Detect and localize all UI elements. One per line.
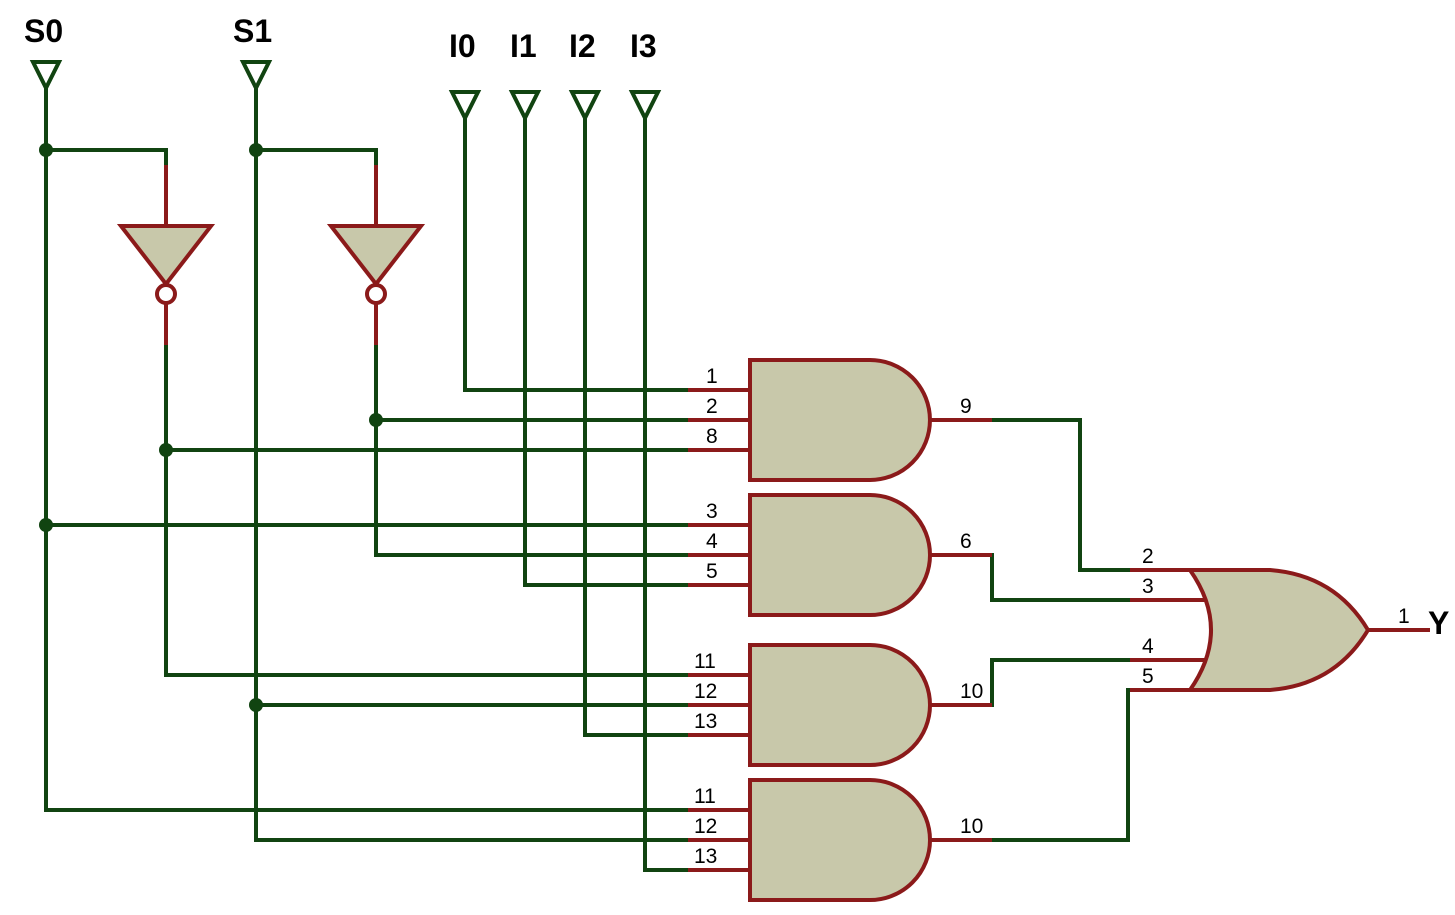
pin-number: 3 bbox=[1142, 575, 1154, 598]
wire-i2 bbox=[583, 118, 690, 737]
label-i2: I2 bbox=[569, 28, 596, 64]
pin-number: 2 bbox=[1142, 545, 1154, 568]
pin-number: 9 bbox=[960, 395, 972, 418]
not-gate-1[interactable] bbox=[116, 165, 216, 345]
terminal-s1[interactable] bbox=[239, 60, 273, 93]
pin-number: 10 bbox=[960, 815, 983, 838]
junction-dot bbox=[39, 518, 53, 532]
wire-i0 bbox=[463, 118, 690, 392]
or-gate[interactable] bbox=[1130, 568, 1430, 692]
pin-number: 1 bbox=[706, 365, 718, 388]
label-s0: S0 bbox=[24, 13, 63, 49]
pin-number: 13 bbox=[694, 845, 717, 868]
junctions bbox=[39, 143, 383, 712]
pin-number: 10 bbox=[960, 680, 983, 703]
wire-s1-to-not2 bbox=[254, 148, 378, 167]
not-gate-2[interactable] bbox=[326, 165, 426, 345]
pin-number: 3 bbox=[706, 500, 718, 523]
wire-and4-or bbox=[990, 688, 1132, 842]
pin-number: 6 bbox=[960, 530, 972, 553]
and-gate-3[interactable] bbox=[688, 643, 992, 767]
and-gate-2[interactable] bbox=[688, 493, 992, 617]
terminal-i1[interactable] bbox=[508, 90, 542, 123]
junction-dot bbox=[159, 443, 173, 457]
junction-dot bbox=[249, 698, 263, 712]
label-output-y: Y bbox=[1428, 605, 1449, 641]
input-terminals bbox=[29, 60, 662, 123]
and-gate-1[interactable] bbox=[688, 358, 992, 482]
wire-i3 bbox=[643, 118, 690, 872]
pin-number: 5 bbox=[706, 560, 718, 583]
label-i0: I0 bbox=[449, 28, 476, 64]
terminal-s0[interactable] bbox=[29, 60, 63, 93]
label-i1: I1 bbox=[510, 28, 537, 64]
terminal-i3[interactable] bbox=[628, 90, 662, 123]
terminal-i0[interactable] bbox=[448, 90, 482, 123]
label-s1: S1 bbox=[233, 13, 272, 49]
pin-number: 13 bbox=[694, 710, 717, 733]
wire-not-s0-bus bbox=[164, 343, 690, 677]
pin-number: 2 bbox=[706, 395, 718, 418]
pin-number: 1 bbox=[1398, 605, 1410, 628]
wire-and1-or bbox=[990, 418, 1132, 572]
junction-dot bbox=[249, 143, 263, 157]
label-i3: I3 bbox=[630, 28, 657, 64]
wire-and3-or bbox=[990, 658, 1132, 707]
pin-number: 11 bbox=[694, 785, 716, 808]
wire-i1 bbox=[523, 118, 690, 587]
wires bbox=[44, 88, 1132, 872]
pin-number: 4 bbox=[706, 530, 718, 553]
junction-dot bbox=[39, 143, 53, 157]
and-gate-4[interactable] bbox=[688, 778, 992, 902]
pin-number: 4 bbox=[1142, 635, 1154, 658]
pin-number: 12 bbox=[694, 815, 717, 838]
wire-s0-to-not1 bbox=[44, 148, 168, 167]
wire-and2-or bbox=[990, 553, 1132, 602]
pin-number: 11 bbox=[694, 650, 716, 673]
terminal-i2[interactable] bbox=[568, 90, 602, 123]
pin-number: 12 bbox=[694, 680, 717, 703]
junction-dot bbox=[369, 413, 383, 427]
pin-number: 5 bbox=[1142, 665, 1154, 688]
pin-number: 8 bbox=[706, 425, 718, 448]
